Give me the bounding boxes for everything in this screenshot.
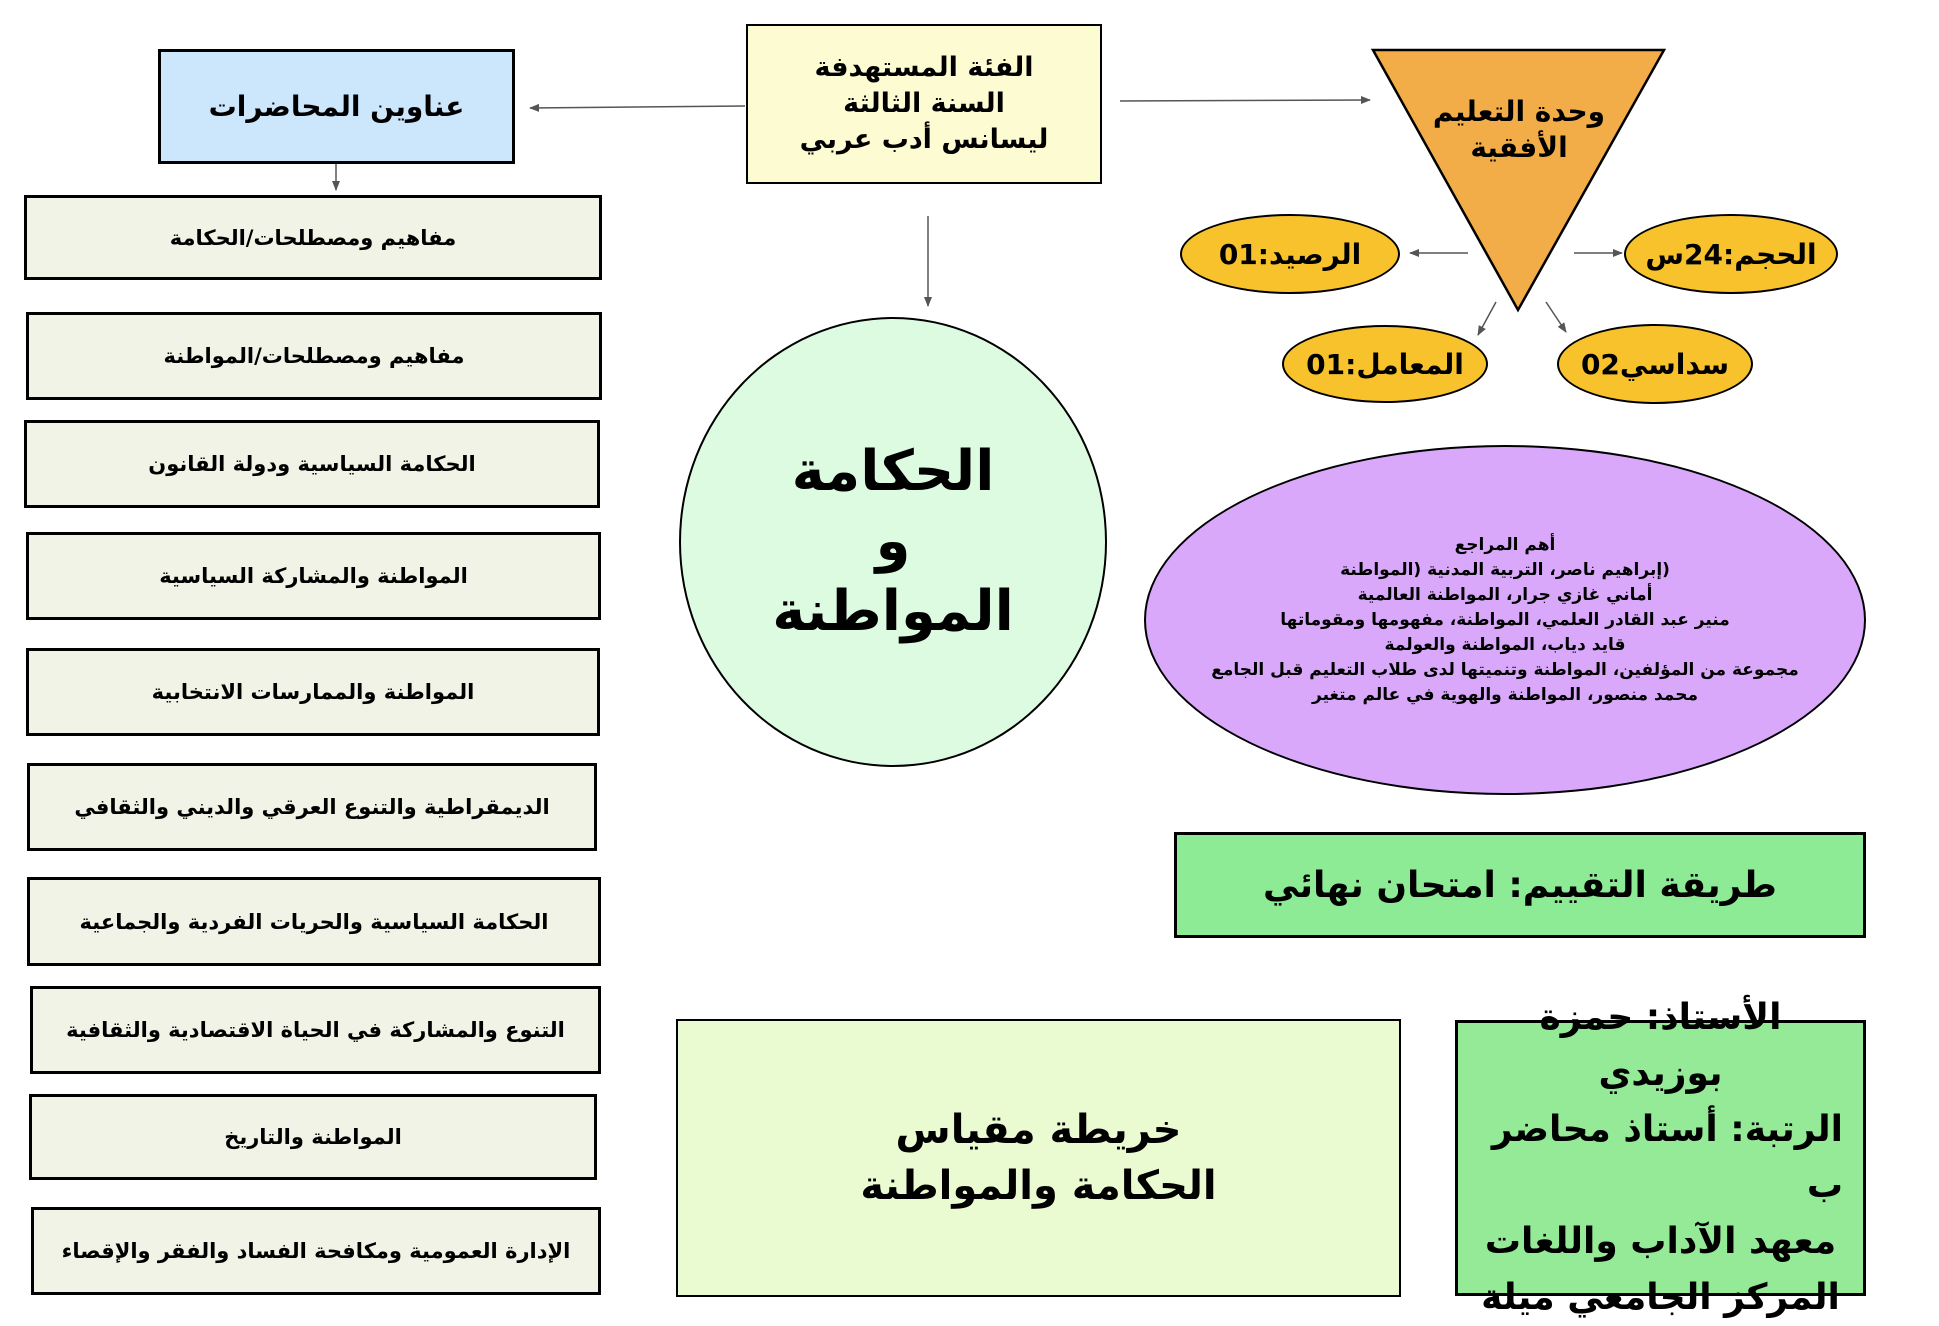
- target-year: السنة الثالثة: [843, 88, 1005, 119]
- arrow-to-titles: [529, 103, 746, 112]
- topic-item: مفاهيم ومصطلحات/المواطنة: [26, 312, 602, 400]
- lecture-titles-label: عناوين المحاضرات: [208, 90, 465, 123]
- course-map-title: خريطة مقياس: [895, 1107, 1182, 1153]
- professor-institute: معهد الآداب واللغات: [1484, 1221, 1837, 1262]
- course-map-subtitle: الحكامة والمواطنة: [860, 1163, 1217, 1209]
- target-audience-label: الفئة المستهدفة: [814, 52, 1034, 83]
- professor-info-box: الأستاذ: حمزة بوزيدي الرتبة: أستاذ محاضر…: [1455, 997, 1866, 1318]
- coefficient-pill: المعامل:01: [1282, 325, 1488, 403]
- reference-item: محمد منصور، المواطنة والهوية في عالم متغ…: [1312, 684, 1698, 705]
- target-program: ليسانس أدب عربي: [799, 124, 1049, 155]
- topic-item: الحكامة السياسية والحريات الفردية والجما…: [27, 877, 601, 966]
- evaluation-method-label: طريقة التقييم: امتحان نهائي: [1263, 864, 1777, 906]
- unit-triangle-shape: [1370, 48, 1667, 313]
- reference-item: منير عبد القادر العلمي، المواطنة، مفهومه…: [1280, 609, 1730, 630]
- evaluation-method-box: طريقة التقييم: امتحان نهائي: [1174, 832, 1866, 938]
- reference-item: أماني غازي جرار، المواطنة العالمية: [1357, 584, 1653, 605]
- volume-pill: الحجم:24س: [1624, 214, 1838, 294]
- arrow-to-semester: [1545, 301, 1567, 333]
- topic-item: مفاهيم ومصطلحات/الحكامة: [24, 195, 602, 280]
- references-ellipse: أهم المراجع (إبراهيم ناصر، التربية المدن…: [1144, 445, 1866, 795]
- references-title: أهم المراجع: [1454, 534, 1556, 555]
- central-theme-citizenship: المواطنة: [772, 579, 1014, 644]
- professor-name: الأستاذ: حمزة بوزيدي: [1539, 997, 1782, 1094]
- topic-item: المواطنة والممارسات الانتخابية: [26, 648, 600, 736]
- professor-rank: الرتبة: أستاذ محاضر ب: [1491, 1109, 1843, 1206]
- central-theme-circle: الحكامة و المواطنة: [679, 317, 1107, 767]
- topic-item: المواطنة والتاريخ: [29, 1094, 597, 1180]
- topic-item: الديمقراطية والتنوع العرقي والديني والثق…: [27, 763, 597, 851]
- central-theme-governance: الحكامة: [791, 439, 995, 504]
- topic-item: المواطنة والمشاركة السياسية: [26, 532, 601, 620]
- semester-pill: سداسي02: [1557, 324, 1753, 404]
- teaching-unit-line2: الأفقية: [1470, 131, 1568, 164]
- teaching-unit-line1: وحدة التعليم: [1432, 95, 1606, 128]
- reference-item: قايد دياب، المواطنة والعولمة: [1384, 634, 1626, 655]
- reference-item: (إبراهيم ناصر، التربية المدنية (المواطنة: [1340, 559, 1670, 580]
- credit-pill: الرصيد:01: [1180, 214, 1400, 294]
- central-theme-and: و: [875, 509, 911, 574]
- topic-item: الإدارة العمومية ومكافحة الفساد والفقر و…: [31, 1207, 601, 1295]
- lecture-titles-header: عناوين المحاضرات: [158, 49, 515, 164]
- topic-item: الحكامة السياسية ودولة القانون: [24, 420, 600, 508]
- arrow-to-unit: [1119, 96, 1371, 105]
- target-audience-box: الفئة المستهدفة السنة الثالثة ليسانس أدب…: [746, 24, 1102, 184]
- arrow-to-coefficient: [1477, 301, 1497, 336]
- professor-center: المركز الجامعي ميلة: [1481, 1277, 1840, 1318]
- reference-item: مجموعة من المؤلفين، المواطنة وتنميتها لد…: [1211, 659, 1799, 680]
- teaching-unit-label: وحدة التعليم الأفقية: [1408, 94, 1630, 166]
- topic-item: التنوع والمشاركة في الحياة الاقتصادية وا…: [30, 986, 601, 1074]
- course-map-title-box: خريطة مقياس الحكامة والمواطنة: [676, 1019, 1401, 1297]
